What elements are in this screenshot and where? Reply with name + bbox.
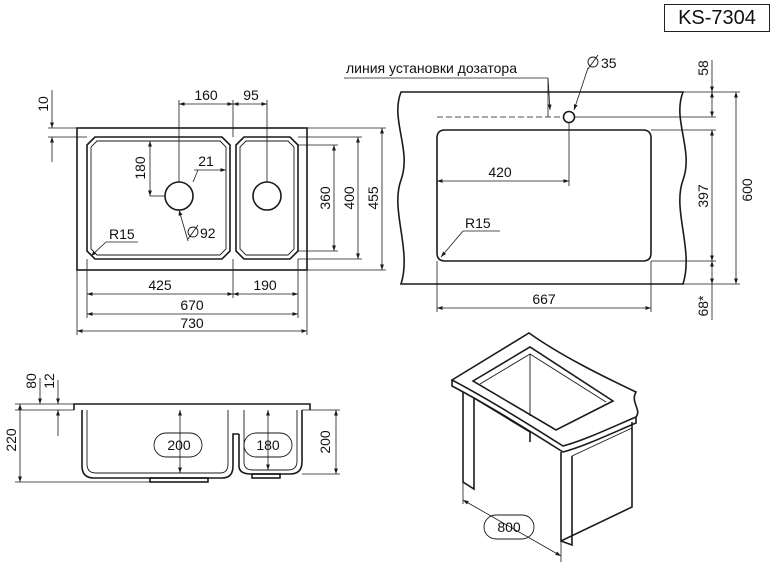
- oval-frame-200: [153, 432, 203, 458]
- isometric-view: 800: [450, 332, 639, 562]
- model-number: KS-7304: [678, 7, 756, 29]
- dim-220: 220: [3, 428, 19, 452]
- dispenser-hole: [562, 110, 576, 124]
- model-label-box: KS-7304: [664, 4, 770, 32]
- dispenser-line-label: линия установки дозатора: [346, 60, 517, 76]
- iso-opening: [471, 346, 615, 431]
- dim-68: 68*: [695, 295, 711, 317]
- dim-400: 400: [341, 186, 357, 210]
- right-bowl-inner: [239, 140, 295, 256]
- section-inner-contour-right: [243, 410, 298, 471]
- iso-front-panel-side: [560, 456, 573, 547]
- left-bowl-outline: [86, 136, 231, 260]
- dim-58: 58: [695, 60, 711, 76]
- right-drain-stub: [251, 473, 281, 479]
- section-rim: [73, 403, 311, 410]
- left-drain: [164, 181, 194, 211]
- dim-420: 420: [488, 164, 512, 180]
- dim-800: 800: [497, 519, 521, 535]
- iso-countertop-top: [450, 332, 639, 447]
- dim-180: 180: [132, 156, 148, 180]
- dim-425: 425: [148, 277, 172, 293]
- dim-455: 455: [365, 186, 381, 210]
- section-left-bowl: [81, 410, 239, 479]
- right-bowl-outline: [235, 136, 299, 260]
- dim-730: 730: [180, 315, 204, 331]
- dim-r15: R15: [109, 226, 135, 242]
- dim-35: 35: [601, 55, 617, 71]
- dim-397: 397: [695, 184, 711, 208]
- sink-outer-outline: [76, 127, 308, 271]
- dim-80: 80: [23, 373, 39, 389]
- iso-left-wall-face: [473, 397, 531, 442]
- top-view: 160 95 10 180 21 92 R15 360 400 455 425 …: [35, 87, 386, 335]
- dim-10: 10: [35, 96, 51, 112]
- dim-360: 360: [317, 186, 333, 210]
- left-bowl-inner: [90, 140, 227, 256]
- dim-92: 92: [200, 225, 216, 241]
- cutout-outline: [436, 129, 652, 262]
- left-drain-stub: [149, 477, 209, 483]
- dim-21: 21: [198, 153, 214, 169]
- dim-200-left: 200: [167, 437, 191, 453]
- cutout-view: линия установки дозатора 35 58 420 R15 3…: [344, 54, 755, 320]
- iso-left-wall: [462, 392, 475, 491]
- diameter-92-label: 92: [187, 224, 216, 241]
- dim-160: 160: [194, 87, 218, 103]
- iso-front-panel: [560, 422, 633, 543]
- dim-180-section: 180: [256, 437, 280, 453]
- section-view: 80 12 220 200 180 200: [3, 373, 340, 483]
- oval-frame-800: [483, 514, 535, 540]
- dim-r15-cutout: R15: [465, 215, 491, 231]
- dim-12: 12: [41, 373, 57, 389]
- countertop-outline: [397, 91, 687, 285]
- dim-667: 667: [532, 291, 556, 307]
- dim-200-right: 200: [317, 430, 333, 454]
- dim-670: 670: [180, 297, 204, 313]
- dim-95: 95: [243, 87, 259, 103]
- dim-600: 600: [739, 178, 755, 202]
- diameter-35-label: 35: [587, 54, 617, 71]
- right-drain: [252, 181, 282, 211]
- iso-countertop-edge: [451, 380, 637, 453]
- iso-opening-inner-back: [529, 353, 607, 403]
- section-inner-contour: [86, 410, 229, 474]
- dim-190: 190: [253, 277, 277, 293]
- oval-frame-180: [243, 432, 293, 458]
